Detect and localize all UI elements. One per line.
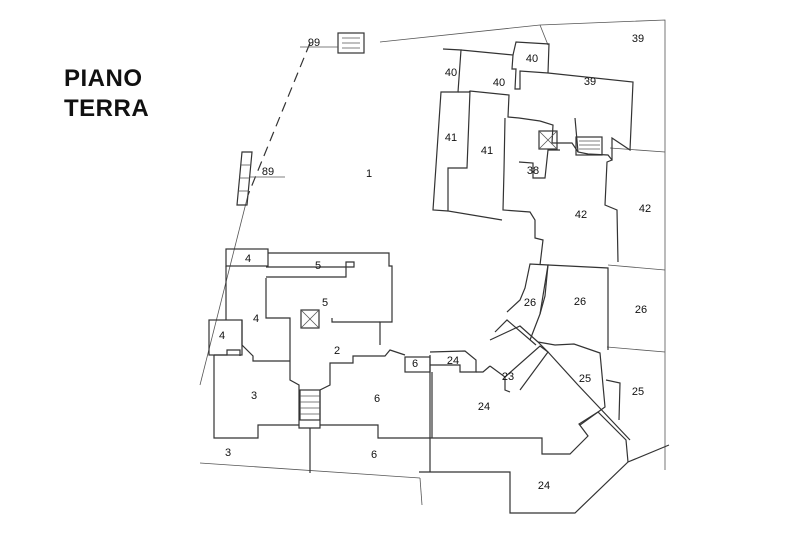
room-label: 26 [635,304,647,316]
room-label: 26 [524,297,536,309]
room-label: 3 [251,390,257,402]
room-labels: 99 89 1 39 39 40 40 40 41 41 38 42 42 4 … [219,33,651,492]
room-label: 3 [225,447,231,459]
room-label: 6 [412,358,418,370]
room-label: 24 [478,401,490,413]
room-label: 25 [632,386,644,398]
building-north [432,41,634,350]
room-label: 4 [219,330,225,342]
room-label: 42 [575,209,587,221]
floor-title: PIANO TERRA [64,64,149,124]
room-label: 41 [481,145,493,157]
room-label: 4 [253,313,259,325]
room-label: 6 [371,449,377,461]
room-label: 40 [445,67,457,79]
room-label: 89 [262,166,274,178]
floor-title-line1: PIANO [64,65,143,92]
stair-89 [236,151,285,206]
room-label: 24 [538,480,550,492]
room-label: 99 [308,37,320,49]
room-label: 23 [502,371,514,383]
stair-99 [300,32,365,54]
room-label: 39 [584,76,596,88]
room-label: 41 [445,132,457,144]
room-label: 24 [447,355,459,367]
room-label: 4 [245,253,251,265]
room-label: 1 [366,168,372,180]
room-label: 38 [527,165,539,177]
room-label: 40 [493,77,505,89]
room-label: 39 [632,33,644,45]
room-label: 26 [574,296,586,308]
building-south-west [208,248,430,473]
room-label: 6 [374,393,380,405]
room-label: 5 [322,297,328,309]
room-label: 2 [334,345,340,357]
room-label: 25 [579,373,591,385]
room-label: 40 [526,53,538,65]
floor-title-line2: TERRA [64,95,150,122]
room-label: 5 [315,260,321,272]
room-label: 42 [639,203,651,215]
building-south-east [404,263,670,514]
